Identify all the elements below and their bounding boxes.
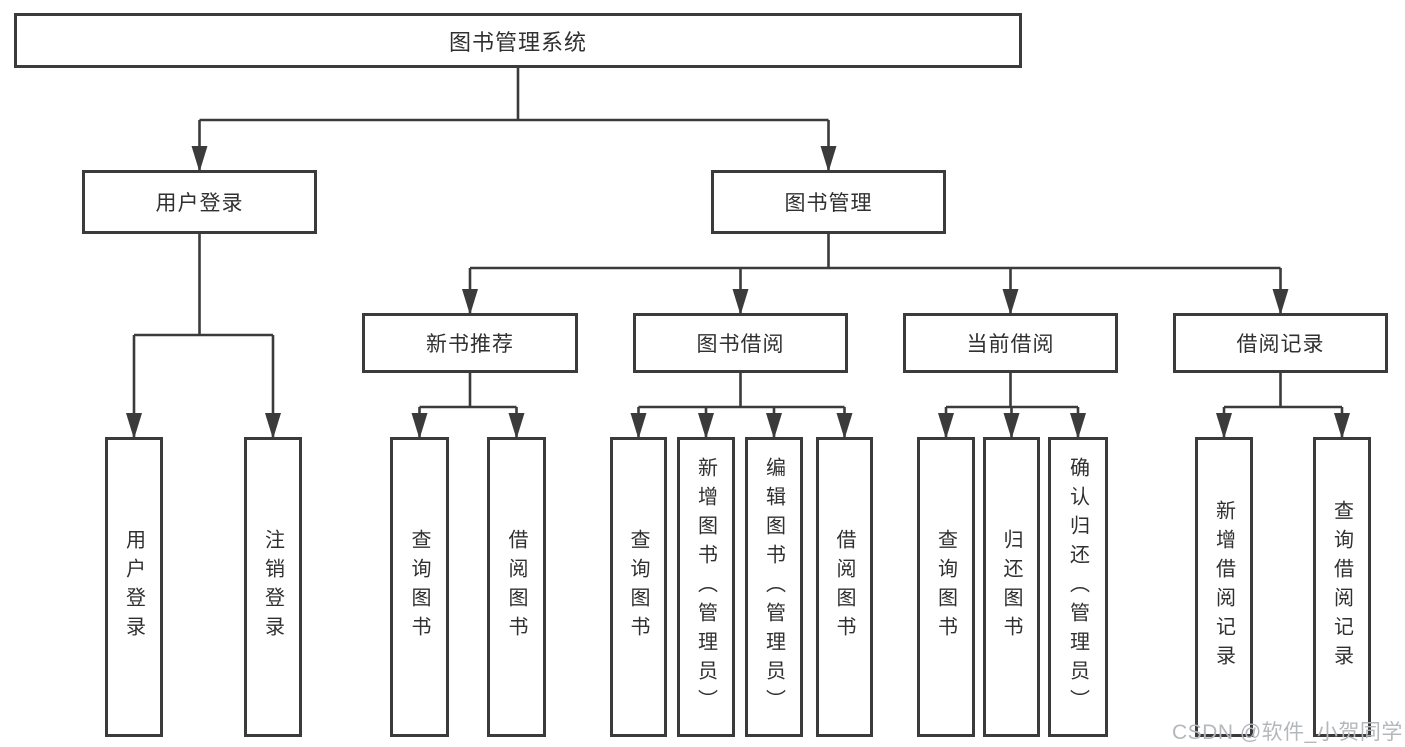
leaf-borrow-books-1: 借阅图书 — [487, 437, 546, 737]
node-user-login: 用户登录 — [82, 170, 317, 234]
leaf-user-login: 用户登录 — [105, 437, 163, 737]
leaf-logout: 注销登录 — [244, 437, 302, 737]
arrowhead — [698, 413, 714, 439]
node-current-borrow: 当前借阅 — [903, 313, 1118, 373]
leaf-confirm-return-admin: 确认归还（管理员） — [1048, 437, 1108, 737]
arrowhead — [462, 289, 478, 315]
arrowhead — [630, 413, 647, 439]
leaf-query-books-3: 查询图书 — [917, 437, 975, 737]
node-new-book-recommend: 新书推荐 — [362, 313, 578, 373]
arrowhead — [1070, 413, 1086, 439]
arrowhead — [938, 413, 954, 439]
leaf-query-books-2: 查询图书 — [610, 437, 667, 737]
node-book-borrow: 图书借阅 — [633, 313, 848, 373]
arrowhead — [1003, 413, 1020, 439]
csdn-watermark: CSDN @软件_小贺同学 — [1172, 721, 1403, 744]
arrowhead — [126, 413, 142, 439]
arrowhead — [265, 413, 281, 439]
leaf-query-borrow-record: 查询借阅记录 — [1313, 437, 1371, 737]
arrowhead — [1002, 289, 1019, 315]
arrowhead — [1334, 413, 1350, 439]
arrowhead — [411, 413, 428, 439]
leaf-borrow-books-2: 借阅图书 — [816, 437, 873, 737]
arrowhead — [191, 146, 208, 172]
leaf-return-books: 归还图书 — [983, 437, 1040, 737]
arrowhead — [836, 413, 853, 439]
leaf-edit-books-admin: 编辑图书（管理员） — [745, 437, 803, 737]
node-borrow-records: 借阅记录 — [1173, 313, 1388, 373]
leaf-add-borrow-record: 新增借阅记录 — [1195, 437, 1253, 737]
leaf-add-books-admin: 新增图书（管理员） — [677, 437, 735, 737]
node-book-management: 图书管理 — [711, 170, 946, 234]
arrowhead — [1216, 413, 1232, 439]
arrowhead — [820, 146, 837, 172]
arrowhead — [732, 289, 749, 315]
arrowhead — [1272, 289, 1289, 315]
leaf-query-books-1: 查询图书 — [390, 437, 449, 737]
arrowhead — [766, 413, 782, 439]
node-root: 图书管理系统 — [14, 13, 1022, 68]
arrowhead — [508, 413, 525, 439]
